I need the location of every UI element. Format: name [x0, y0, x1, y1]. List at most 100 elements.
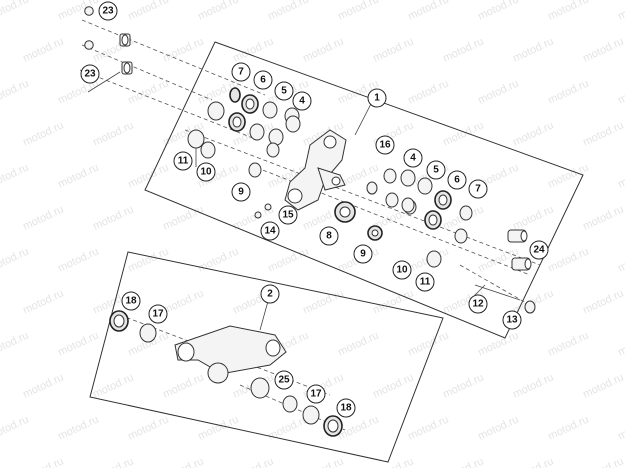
callout-10-right: 10 — [392, 260, 412, 280]
watermark-text: motod.ru — [126, 161, 170, 190]
pins-24 — [507, 229, 532, 271]
watermark-text: motod.ru — [56, 0, 100, 23]
watermark-text: motod.ru — [56, 329, 100, 358]
svg-text:6: 6 — [454, 175, 460, 186]
callout-17-left: 17 — [148, 304, 168, 324]
callout-6-left: 6 — [253, 70, 273, 90]
watermark-text: motod.ru — [476, 0, 520, 23]
callout-23-top: 23 — [98, 1, 118, 21]
watermark-text: motod.ru — [616, 245, 625, 274]
callout-1: 1 — [367, 88, 387, 108]
svg-text:23: 23 — [102, 6, 114, 17]
watermark-text: motod.ru — [616, 329, 625, 358]
callout-10-left: 10 — [196, 162, 216, 182]
watermark-text: motod.ru — [21, 203, 65, 232]
callout-25: 25 — [274, 370, 294, 390]
callout-13: 13 — [502, 310, 522, 330]
watermark-text: motod.ru — [371, 371, 415, 400]
watermark-text: motod.ru — [0, 413, 31, 442]
watermark-text: motod.ru — [476, 329, 520, 358]
watermark-text: motod.ru — [616, 0, 625, 23]
svg-text:8: 8 — [326, 231, 332, 242]
callout-5-left: 5 — [274, 81, 294, 101]
watermark-text: motod.ru — [161, 287, 205, 316]
callout-7-right: 7 — [468, 179, 488, 199]
watermark-text: motod.ru — [0, 329, 31, 358]
lower-link-rod — [174, 325, 287, 384]
callout-17-right: 17 — [306, 384, 326, 404]
watermark-text: motod.ru — [546, 0, 590, 23]
watermark-text: motod.ru — [581, 371, 625, 400]
callout-18-right: 18 — [336, 398, 356, 418]
svg-text:4: 4 — [299, 96, 305, 107]
callout-9-right: 9 — [353, 244, 373, 264]
watermark-text: motod.ru — [581, 455, 625, 468]
watermark-text: motod.ru — [546, 161, 590, 190]
watermark-text: motod.ru — [21, 35, 65, 64]
svg-text:5: 5 — [433, 165, 439, 176]
watermark-text: motod.ru — [441, 35, 485, 64]
svg-text:5: 5 — [281, 86, 287, 97]
watermark-text: motod.ru — [511, 35, 555, 64]
watermark-text: motod.ru — [0, 161, 31, 190]
watermark-text: motod.ru — [476, 77, 520, 106]
svg-text:13: 13 — [506, 315, 518, 326]
watermark-text: motod.ru — [0, 0, 31, 23]
watermark-text: motod.ru — [511, 371, 555, 400]
watermark-text: motod.ru — [196, 0, 240, 23]
watermark-text: motod.ru — [336, 0, 380, 23]
watermark-text: motod.ru — [511, 203, 555, 232]
callout-6-right: 6 — [447, 170, 467, 190]
watermark-text: motod.ru — [336, 329, 380, 358]
callout-7-left: 7 — [231, 62, 251, 82]
watermark-text: motod.ru — [301, 287, 345, 316]
callout-4-left: 4 — [292, 91, 312, 111]
callout-9-left: 9 — [231, 182, 251, 202]
watermark-text: motod.ru — [266, 0, 310, 23]
watermark-text: motod.ru — [161, 203, 205, 232]
svg-text:17: 17 — [152, 309, 164, 320]
svg-text:1: 1 — [374, 93, 380, 104]
svg-text:9: 9 — [238, 187, 244, 198]
watermark-text: motod.ru — [126, 0, 170, 23]
bushing-8-9 — [334, 201, 383, 241]
bearing-stack-left — [187, 87, 301, 178]
svg-text:7: 7 — [475, 184, 481, 195]
bolt-23-upper — [84, 6, 131, 47]
watermark-text: motod.ru — [21, 371, 65, 400]
svg-text:11: 11 — [178, 156, 189, 167]
watermark-text: motod.ru — [616, 413, 625, 442]
callout-5-right: 5 — [426, 160, 446, 180]
callout-23-bottom: 23 — [80, 64, 100, 84]
watermark-text: motod.ru — [21, 287, 65, 316]
svg-text:9: 9 — [360, 249, 366, 260]
watermark-text: motod.ru — [441, 455, 485, 468]
watermark-text: motod.ru — [56, 245, 100, 274]
watermark-text: motod.ru — [126, 413, 170, 442]
watermark-text: motod.ru — [546, 77, 590, 106]
watermark-text: motod.ru — [126, 245, 170, 274]
watermark-text: motod.ru — [406, 329, 450, 358]
watermark-text: motod.ru — [406, 413, 450, 442]
watermark-text: motod.ru — [546, 413, 590, 442]
watermark-text: motod.ru — [581, 203, 625, 232]
watermark-text: motod.ru — [91, 119, 135, 148]
svg-text:18: 18 — [340, 403, 352, 414]
bearings-17-18-left — [109, 310, 157, 343]
watermark-text: motod.ru — [441, 371, 485, 400]
bearing-stack-right — [366, 168, 473, 268]
bearings-17-18-right — [302, 405, 343, 437]
watermark-text: motod.ru — [266, 245, 310, 274]
watermark-text: motod.ru — [231, 455, 275, 468]
lower-assembly-panel — [89, 251, 444, 463]
upper-assembly-panel — [144, 41, 584, 339]
callout-11-left: 11 — [173, 151, 193, 171]
svg-text:11: 11 — [420, 277, 431, 288]
callout-18-left: 18 — [121, 291, 141, 311]
callout-14: 14 — [260, 221, 280, 241]
watermark-text: motod.ru — [511, 455, 555, 468]
watermark-text: motod.ru — [91, 455, 135, 468]
callout-4-right: 4 — [403, 148, 423, 168]
callout-16: 16 — [375, 135, 395, 155]
